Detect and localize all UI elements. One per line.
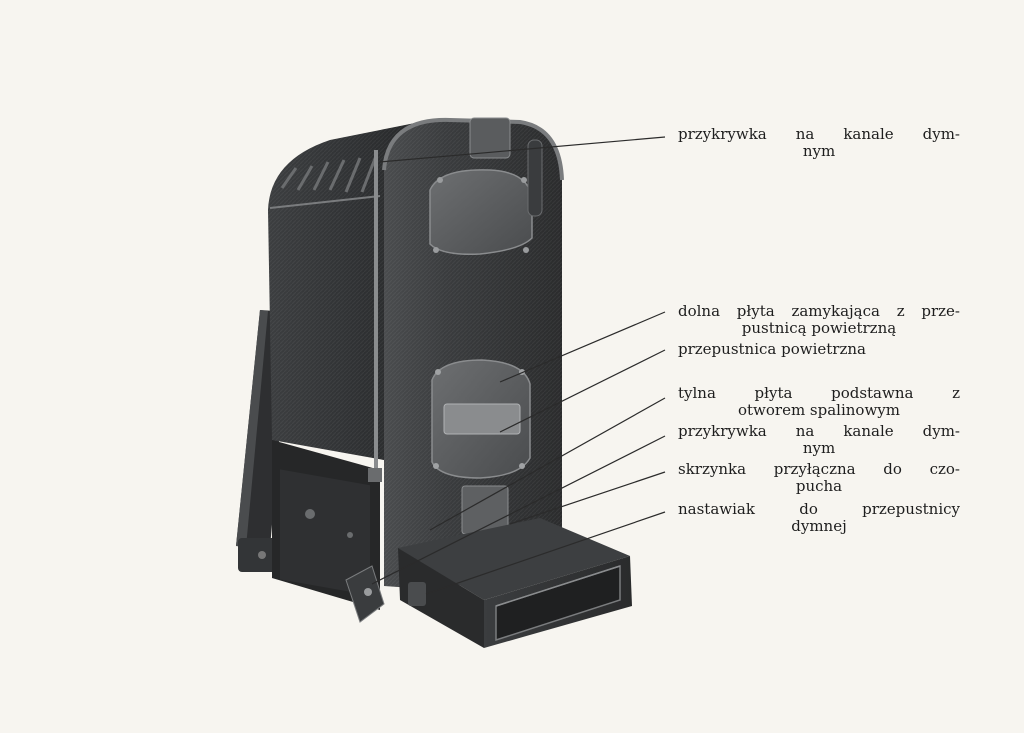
flue-damper-adjuster: [345, 565, 426, 623]
label-rear-base-plate-line2: otworem spalinowym: [737, 401, 901, 419]
label-flue-cover-bottom-line1: przykrywka na kanale dym-: [678, 422, 960, 440]
flue-duct: [398, 518, 632, 648]
leader-rear-base-plate: [429, 397, 666, 531]
label-air-damper: przepustnica powietrzna: [678, 341, 960, 358]
label-flue-damper-adjuster-line1: nastawiak do przepustnicy: [678, 500, 960, 518]
label-connection-box-line1: skrzynka przyłączna do czo-: [678, 460, 960, 478]
label-flue-cover-top: przykrywka na kanale dym- nym: [678, 126, 960, 160]
label-lower-closing-plate-line1: dolna płyta zamykająca z prze-: [678, 302, 960, 320]
label-connection-box: skrzynka przyłączna do czo- pucha: [678, 461, 960, 495]
leader-connection-box: [509, 471, 666, 525]
air-damper: [443, 403, 521, 435]
label-flue-cover-top-line2: nym: [802, 142, 836, 160]
label-flue-cover-bottom: przykrywka na kanale dym- nym: [678, 423, 960, 457]
leader-lower-closing-plate: [499, 311, 666, 383]
leader-flue-damper-adjuster: [425, 511, 666, 595]
top-grate-ribs: [280, 155, 378, 193]
boiler-front: [382, 117, 564, 590]
leader-air-damper: [499, 349, 666, 433]
label-flue-damper-adjuster-line2: dymnej: [791, 517, 847, 535]
label-flue-damper-adjuster: nastawiak do przepustnicy dymnej: [678, 501, 960, 535]
label-connection-box-line2: pucha: [795, 477, 843, 495]
leader-lines: [371, 136, 666, 595]
label-rear-base-plate: tylna płyta podstawna z otworem spalinow…: [678, 385, 960, 419]
leader-flue-cover-bottom: [371, 435, 666, 585]
label-lower-closing-plate-line2: pustnicą powietrzną: [741, 319, 897, 337]
label-lower-closing-plate: dolna płyta zamykająca z prze- pustnicą …: [678, 303, 960, 337]
upper-cleaning-door: [429, 169, 533, 256]
flue-cover-plate-top: [469, 117, 511, 159]
label-flue-cover-bottom-line2: nym: [802, 439, 836, 457]
leader-flue-cover-top: [379, 136, 666, 163]
label-rear-base-plate-line1: tylna płyta podstawna z: [678, 384, 960, 402]
label-air-damper-line1: przepustnica powietrzna: [678, 340, 866, 358]
label-flue-cover-top-line1: przykrywka na kanale dym-: [678, 125, 960, 143]
